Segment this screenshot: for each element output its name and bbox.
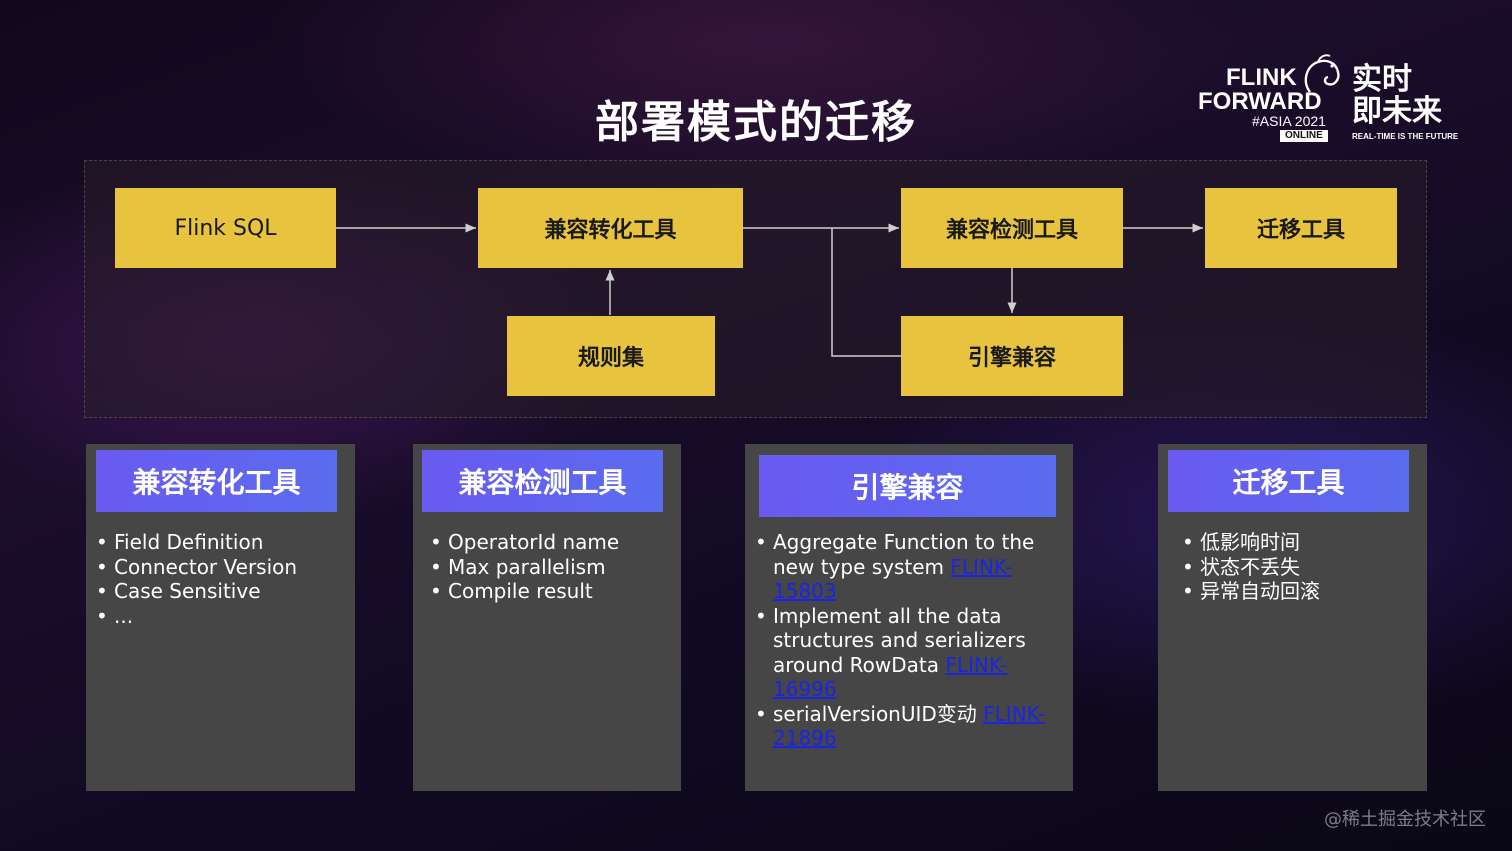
logo-cn-line2: 即未来 (1352, 94, 1442, 129)
card-header: 迁移工具 (1168, 450, 1409, 512)
box-compat-convert: 兼容转化工具 (478, 188, 743, 268)
list-item: Max parallelism (430, 555, 675, 580)
flink-forward-logo: FLINK FORWARD #ASIA 2021 ONLINE (1196, 54, 1346, 144)
realtime-future-logo: 实时 即未来 REAL-TIME IS THE FUTURE (1352, 62, 1458, 146)
list-item: serialVersionUID变动 FLINK-21896 (755, 702, 1055, 751)
card-migrate: 迁移工具 低影响时间 状态不丢失 异常自动回滚 (1158, 444, 1427, 791)
jira-link-21896[interactable]: FLINK-21896 (773, 701, 1045, 751)
card-header: 兼容转化工具 (96, 450, 337, 512)
jira-link-15803[interactable]: FLINK-15803 (773, 554, 1013, 604)
logo-asia-text: #ASIA 2021 (1252, 113, 1326, 129)
list-item: Compile result (430, 579, 675, 604)
logo-cn-line1: 实时 (1352, 62, 1412, 97)
card-compat-check: 兼容检测工具 OperatorId name Max parallelism C… (413, 444, 681, 791)
list-item: OperatorId name (430, 530, 675, 555)
list-item: Aggregate Function to the new type syste… (755, 530, 1055, 604)
logo-flink-text: FLINK (1226, 64, 1297, 91)
list-item: Connector Version (96, 555, 346, 580)
squirrel-icon (1304, 54, 1340, 93)
list-item: Implement all the data structures and se… (755, 604, 1055, 702)
card-header: 兼容检测工具 (422, 450, 663, 512)
card-list: 低影响时间 状态不丢失 异常自动回滚 (1182, 530, 1417, 604)
slide-title: 部署模式的迁移 (595, 97, 917, 148)
box-migrate: 迁移工具 (1205, 188, 1397, 268)
logo-forward-text: FORWARD (1198, 88, 1322, 115)
card-compat-convert: 兼容转化工具 Field Definition Connector Versio… (86, 444, 355, 791)
logo-online-badge: ONLINE (1280, 130, 1328, 142)
card-list: Aggregate Function to the new type syste… (755, 530, 1055, 751)
list-item: 状态不丢失 (1182, 555, 1417, 580)
box-flink-sql: Flink SQL (115, 188, 336, 268)
box-ruleset: 规则集 (507, 316, 715, 396)
box-engine-compat: 引擎兼容 (901, 316, 1123, 396)
card-header: 引擎兼容 (759, 455, 1056, 517)
card-engine-compat: 引擎兼容 Aggregate Function to the new type … (745, 444, 1073, 791)
logo-cn-line3: REAL-TIME IS THE FUTURE (1352, 132, 1459, 141)
box-compat-check: 兼容检测工具 (901, 188, 1123, 268)
list-item: 异常自动回滚 (1182, 579, 1417, 604)
list-item: Field Definition (96, 530, 346, 555)
list-item: Case Sensitive (96, 579, 346, 604)
card-list: OperatorId name Max parallelism Compile … (430, 530, 675, 604)
list-item: ... (96, 604, 346, 629)
jira-link-16996[interactable]: FLINK-16996 (773, 652, 1008, 702)
card-list: Field Definition Connector Version Case … (96, 530, 346, 628)
list-item: 低影响时间 (1182, 530, 1417, 555)
watermark: @稀土掘金技术社区 (1324, 809, 1486, 830)
